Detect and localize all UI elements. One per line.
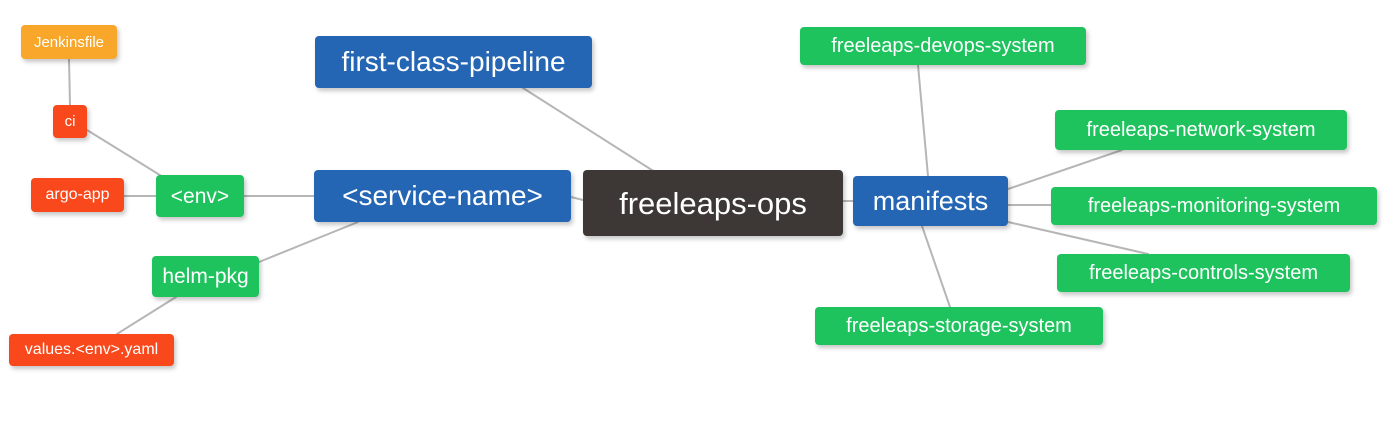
e-pipeline-ops <box>522 87 656 173</box>
mindmap-node-helm-pkg[interactable]: helm-pkg <box>152 256 259 297</box>
e-servicename-helmpkg <box>258 221 359 263</box>
e-manifests-devops <box>917 64 929 177</box>
mindmap-node-freeleaps-monitoring-system[interactable]: freeleaps-monitoring-system <box>1051 187 1377 225</box>
mindmap-node-service-name[interactable]: <service-name> <box>314 170 571 222</box>
mindmap-node-label: helm-pkg <box>162 265 249 288</box>
e-manifests-network <box>1007 149 1123 190</box>
mindmap-node-freeleaps-network-system[interactable]: freeleaps-network-system <box>1055 110 1347 150</box>
mindmap-node-freeleaps-controls-system[interactable]: freeleaps-controls-system <box>1057 254 1350 292</box>
e-manifests-controls <box>1007 221 1149 255</box>
mindmap-node-label: manifests <box>872 185 989 216</box>
mindmap-node-jenkinsfile[interactable]: Jenkinsfile <box>21 25 117 59</box>
mindmap-node-label: freeleaps-network-system <box>1086 119 1316 141</box>
e-jenkinsfile-ci <box>68 58 71 106</box>
mindmap-node-env[interactable]: <env> <box>156 175 244 217</box>
e-servicename-ops <box>570 196 584 201</box>
mindmap-node-label: <env> <box>170 184 230 208</box>
mindmap-node-label: freeleaps-controls-system <box>1089 262 1318 284</box>
mindmap-node-label: first-class-pipeline <box>341 46 566 77</box>
mindmap-node-label: freeleaps-ops <box>619 185 807 221</box>
mindmap-node-freeleaps-ops[interactable]: freeleaps-ops <box>583 170 843 236</box>
mindmap-node-manifests[interactable]: manifests <box>853 176 1008 226</box>
e-helmpkg-values <box>116 296 177 335</box>
mindmap-node-label: argo-app <box>45 186 110 203</box>
e-manifests-storage <box>921 225 951 308</box>
mindmap-node-label: freeleaps-devops-system <box>831 35 1055 57</box>
mindmap-node-label: freeleaps-storage-system <box>846 315 1072 337</box>
mindmap-node-freeleaps-devops-system[interactable]: freeleaps-devops-system <box>800 27 1086 65</box>
mindmap-node-label: values.<env>.yaml <box>24 341 159 358</box>
mindmap-node-label: Jenkinsfile <box>33 33 105 51</box>
mindmap-node-label: <service-name> <box>342 180 543 211</box>
mindmap-node-label: freeleaps-monitoring-system <box>1087 195 1341 217</box>
mindmap-node-first-class-pipeline[interactable]: first-class-pipeline <box>315 36 592 88</box>
mindmap-node-ci[interactable]: ci <box>53 105 87 138</box>
mindmap-node-freeleaps-storage-system[interactable]: freeleaps-storage-system <box>815 307 1103 345</box>
mindmap-node-argo-app[interactable]: argo-app <box>31 178 124 212</box>
e-ci-env <box>86 129 164 178</box>
mindmap-node-label: ci <box>64 113 76 130</box>
mindmap-node-values-env-yaml[interactable]: values.<env>.yaml <box>9 334 174 366</box>
